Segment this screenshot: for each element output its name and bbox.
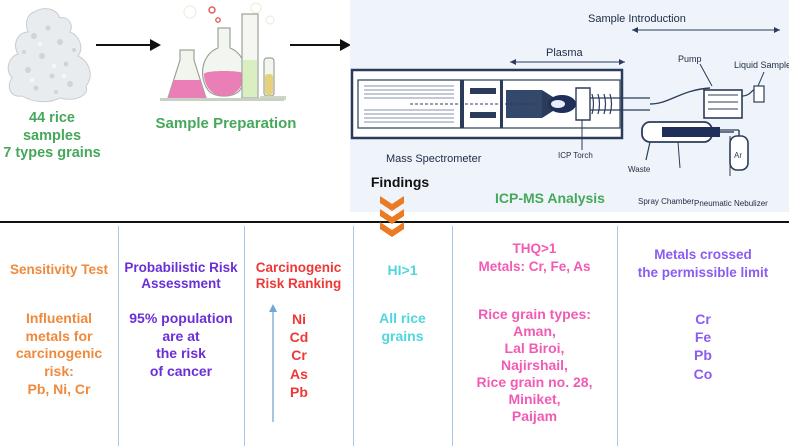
- column-divider: [244, 226, 245, 446]
- rice-pile-image: [7, 8, 91, 103]
- pneumatic-nebulizer-label: Pneumatic Nebulizer: [694, 199, 768, 208]
- icpms-schematic-diagram: Ar Sample Introduction Plasma Pump Liqui…: [350, 13, 789, 208]
- icpms-analysis-label: ICP-MS Analysis: [495, 190, 605, 206]
- carcinogenic-ranking-list: Ni Cd Cr As Pb: [274, 310, 324, 401]
- rice-sample-label: 44 rice samples 7 types grains: [3, 110, 101, 162]
- metal-item: Fe: [694, 329, 712, 346]
- spray-chamber-label: Spray Chamber: [638, 197, 694, 206]
- metal-item: Pb: [694, 347, 712, 364]
- waste-label: Waste: [628, 165, 651, 174]
- metals-list: Cr Fe Pb Co: [617, 310, 789, 383]
- column-divider: [452, 226, 453, 446]
- ranking-item: Cd: [289, 329, 309, 346]
- probabilistic-body: 95% population are at the risk of cancer: [129, 310, 233, 379]
- ranking-item: Pb: [290, 383, 308, 400]
- plasma-label: Plasma: [546, 47, 584, 59]
- metal-item: Co: [693, 365, 713, 382]
- metal-item: Cr: [695, 311, 711, 327]
- findings-label: Findings: [370, 174, 430, 190]
- probabilistic-column: Probabilistic Risk Assessment 95% popula…: [118, 226, 244, 446]
- sample-preparation-label: Sample Preparation: [155, 115, 297, 132]
- hi-body: All rice grains: [379, 310, 426, 344]
- carcinogenic-column: Carcinogenic Risk Ranking Ni Cd Cr As Pb: [244, 226, 353, 446]
- hi-column: HI>1 All rice grains: [353, 226, 452, 446]
- carcinogenic-title: Carcinogenic Risk Ranking: [255, 260, 342, 292]
- ranking-arrow-icon: [269, 304, 277, 422]
- lab-glassware-image: [160, 2, 286, 101]
- ranking-item: Ni: [292, 311, 306, 327]
- sample-introduction-label: Sample Introduction: [588, 13, 686, 25]
- thq-column: THQ>1 Metals: Cr, Fe, As Rice grain type…: [452, 226, 617, 446]
- sensitivity-column: Sensitivity Test Influential metals for …: [0, 226, 118, 446]
- metals-column: Metals crossed the permissible limit Cr …: [617, 226, 789, 446]
- metals-title: Metals crossed the permissible limit: [637, 247, 769, 280]
- column-divider: [617, 226, 618, 446]
- liquid-sample-label: Liquid Sample: [734, 60, 789, 70]
- icp-torch-label: ICP Torch: [558, 151, 593, 160]
- thq-title: THQ>1 Metals: Cr, Fe, As: [478, 241, 591, 274]
- argon-label: Ar: [734, 151, 742, 160]
- thq-body: Rice grain types: Aman, Lal Biroi, Najir…: [476, 306, 593, 425]
- mass-spectrometer-label: Mass Spectrometer: [386, 153, 482, 165]
- column-divider: [118, 226, 119, 446]
- flow-arrow-2: [290, 39, 351, 51]
- ranking-item: As: [290, 365, 308, 382]
- sensitivity-body: Influential metals for carcinogenic risk…: [15, 310, 103, 397]
- column-divider: [353, 226, 354, 446]
- flow-arrow-1: [96, 39, 161, 51]
- chevron-down-icon: [380, 196, 404, 237]
- hi-title: HI>1: [387, 262, 418, 278]
- sensitivity-title: Sensitivity Test: [9, 262, 109, 277]
- ranking-item: Cr: [291, 347, 307, 364]
- pump-label: Pump: [678, 54, 702, 64]
- probabilistic-title: Probabilistic Risk Assessment: [124, 260, 238, 292]
